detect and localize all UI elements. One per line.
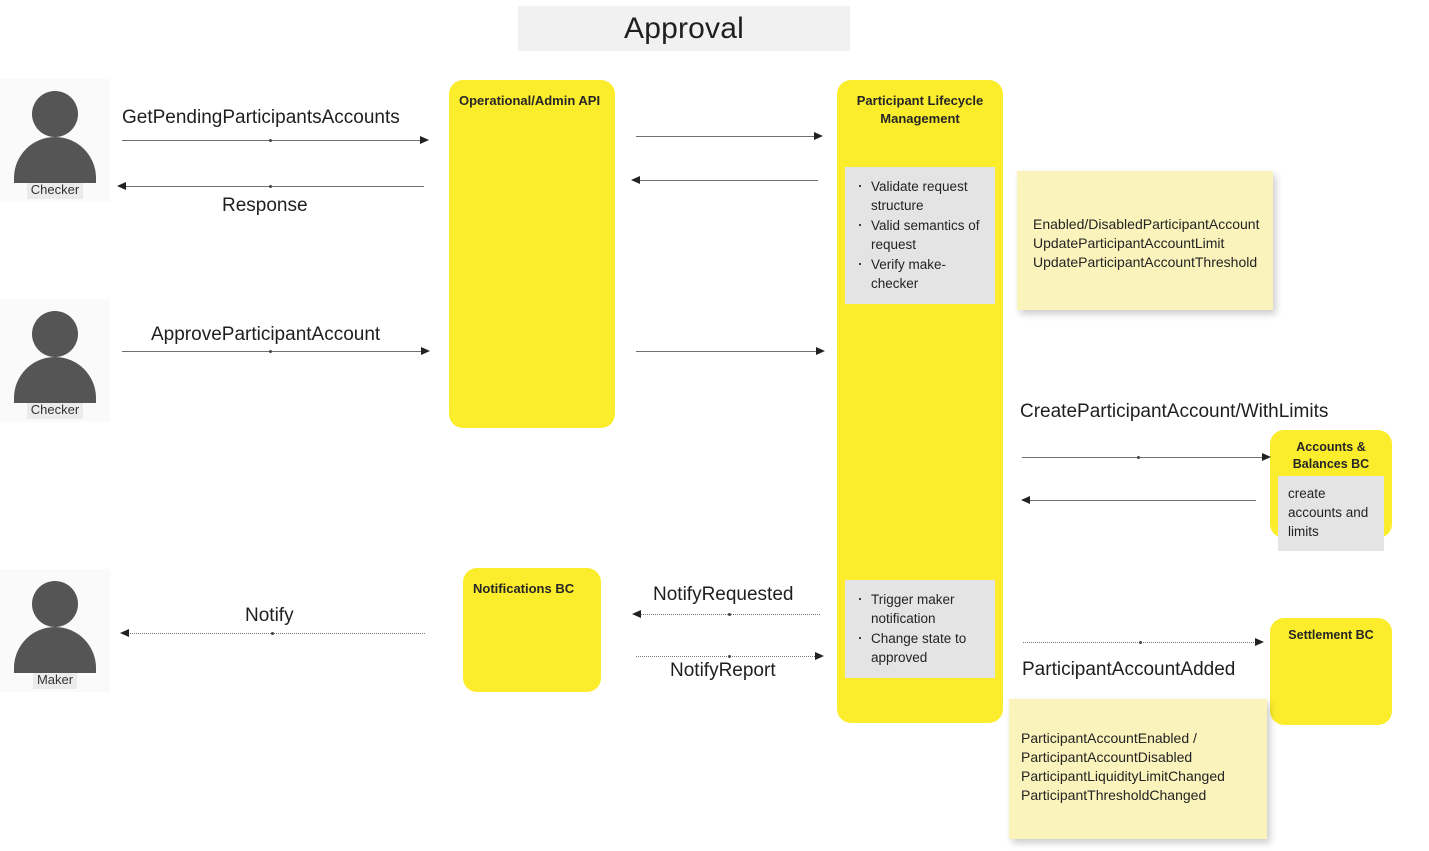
message-arrow-line <box>636 351 818 352</box>
message-label-notify: Notify <box>245 605 294 626</box>
message-arrow-line <box>122 351 423 352</box>
arrow-mid-dot <box>728 613 731 616</box>
list-item: Valid semantics of request <box>857 215 987 254</box>
message-label-participant-account-added: ParticipantAccountAdded <box>1022 659 1236 680</box>
arrow-head-right <box>815 652 824 660</box>
page-title: Approval <box>623 11 744 45</box>
list-item: Change state to approved <box>857 628 987 667</box>
arrow-mid-dot <box>1137 456 1140 459</box>
message-arrow-line <box>1028 500 1256 501</box>
message-arrow-line-dotted <box>128 633 425 634</box>
card-title: Operational/Admin API <box>459 93 601 108</box>
actor-checker-top: Checker <box>0 79 110 202</box>
sticky-note-events: ParticipantAccountEnabled / ParticipantA… <box>1009 699 1267 839</box>
message-label-create-participant-account: CreateParticipantAccount/WithLimits <box>1020 401 1329 422</box>
card-settlement-bc[interactable]: Settlement BC <box>1270 618 1392 725</box>
person-icon <box>0 299 110 403</box>
note-text: create accounts and limits <box>1288 486 1369 539</box>
message-label-notify-requested: NotifyRequested <box>653 584 794 605</box>
card-notifications-bc[interactable]: Notifications BC <box>463 568 601 692</box>
actor-checker-mid: Checker <box>0 299 110 422</box>
list-item: Trigger maker notification <box>857 589 987 628</box>
actor-label: Checker <box>26 181 84 199</box>
person-icon <box>0 569 110 673</box>
person-head-icon <box>32 311 78 357</box>
person-head-icon <box>32 91 78 137</box>
message-label-response: Response <box>222 195 308 216</box>
actor-label: Maker <box>32 671 78 689</box>
arrow-head-left <box>631 176 640 184</box>
validation-steps-box: Validate request structure Valid semanti… <box>845 167 995 304</box>
arrow-mid-dot <box>1139 641 1142 644</box>
message-arrow-line <box>638 180 818 181</box>
actor-label: Checker <box>26 401 84 419</box>
page-title-banner: Approval <box>518 6 850 51</box>
message-arrow-line <box>1022 457 1265 458</box>
message-label-notify-report: NotifyReport <box>670 660 776 681</box>
sticky-note-text: ParticipantAccountEnabled / ParticipantA… <box>1021 730 1225 803</box>
message-arrow-line-dotted <box>636 656 817 657</box>
card-accounts-balances-bc[interactable]: Accounts & Balances BC create accounts a… <box>1270 430 1392 551</box>
card-title: Settlement BC <box>1288 628 1374 642</box>
arrow-head-left <box>1021 496 1030 504</box>
arrow-head-right <box>814 132 823 140</box>
notification-steps-box: Trigger maker notification Change state … <box>845 580 995 678</box>
person-body-icon <box>14 357 96 403</box>
arrow-mid-dot <box>269 185 272 188</box>
card-title: Notifications BC <box>473 581 575 596</box>
card-participant-lifecycle-management[interactable]: Participant Lifecycle Management Validat… <box>837 80 1003 723</box>
arrow-head-right <box>421 347 430 355</box>
card-title: Participant Lifecycle Management <box>856 93 984 126</box>
message-arrow-line <box>636 136 816 137</box>
accounts-balances-note-box: create accounts and limits <box>1278 476 1384 551</box>
arrow-head-left <box>120 629 129 637</box>
message-label-approve-participant-account: ApproveParticipantAccount <box>151 324 381 345</box>
arrow-head-right <box>1255 638 1264 646</box>
list-item: Validate request structure <box>857 176 987 215</box>
person-body-icon <box>14 627 96 673</box>
person-body-icon <box>14 137 96 183</box>
list-item: Verify make-checker <box>857 254 987 293</box>
arrow-head-right <box>816 347 825 355</box>
message-label-get-pending: GetPendingParticipantsAccounts <box>122 107 400 128</box>
arrow-mid-dot <box>269 139 272 142</box>
message-arrow-line <box>122 140 422 141</box>
card-title: Accounts & Balances BC <box>1292 440 1370 471</box>
arrow-mid-dot <box>271 632 274 635</box>
actor-maker: Maker <box>0 569 110 692</box>
person-icon <box>0 79 110 183</box>
arrow-head-left <box>632 610 641 618</box>
sticky-note-text: Enabled/DisabledParticipantAccount Updat… <box>1033 216 1260 270</box>
arrow-head-right <box>1262 453 1271 461</box>
arrow-head-left <box>117 182 126 190</box>
message-arrow-line <box>124 186 424 187</box>
card-operational-admin-api[interactable]: Operational/Admin API <box>449 80 615 428</box>
arrow-mid-dot <box>269 350 272 353</box>
arrow-head-right <box>420 136 429 144</box>
arrow-mid-dot <box>728 655 731 658</box>
person-head-icon <box>32 581 78 627</box>
sticky-note-commands: Enabled/DisabledParticipantAccount Updat… <box>1017 171 1273 310</box>
